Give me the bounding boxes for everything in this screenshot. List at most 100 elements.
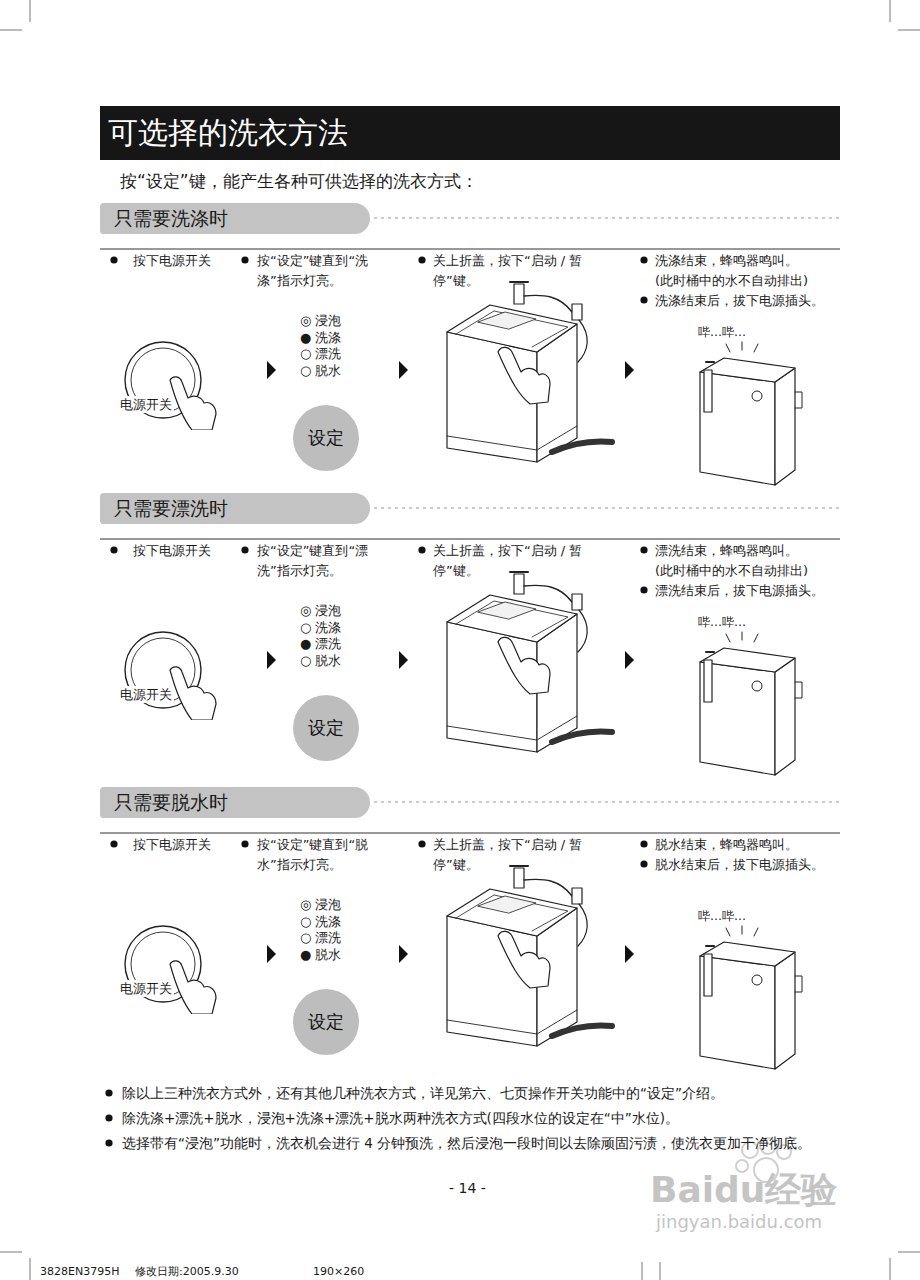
crop-mark	[898, 30, 920, 31]
step-arrow	[625, 945, 634, 963]
small-washer-side	[775, 952, 795, 1069]
pressing-hand	[170, 667, 216, 720]
bullet-dot	[105, 1114, 112, 1121]
set-disc	[293, 989, 359, 1055]
crop-mark	[0, 30, 22, 31]
title-text: 可选择的洗衣方法	[100, 106, 840, 160]
step-text: 洗涤结束后，拔下电源插头。	[655, 291, 824, 311]
set-button: 设定	[293, 405, 359, 471]
indicator-label: ◎ 浸泡	[300, 603, 341, 619]
washer-lid	[456, 895, 568, 931]
power-plug	[572, 888, 582, 904]
dashed-rule	[374, 802, 840, 803]
step-arrow	[625, 651, 634, 669]
step-note: (此时桶中的水不自动排出)	[655, 561, 808, 581]
set-label: 设定	[293, 989, 359, 1055]
power-button: 电源开关	[118, 924, 222, 1014]
indicator-label: ○ 漂洗	[300, 346, 341, 362]
footer-code: 3828EN3795H	[40, 1262, 119, 1280]
drain-hose	[552, 441, 612, 452]
note-text: 除以上三种洗衣方式外，还有其他几种洗衣方式，详见第六、七页操作开关功能中的“设定…	[122, 1083, 724, 1103]
band-text: 只需要洗涤时	[100, 203, 228, 234]
set-label: 设定	[293, 695, 359, 761]
section-rule	[100, 249, 840, 250]
bullet-dot	[241, 840, 248, 847]
step-text: 按下电源开关	[133, 835, 211, 855]
dashed-rule	[374, 508, 840, 509]
step-arrow	[267, 945, 276, 963]
step-text: 漂洗结束后，拔下电源插头。	[655, 581, 824, 601]
small-plug	[795, 976, 802, 992]
small-washer-top	[700, 648, 795, 672]
band-text: 只需要脱水时	[100, 787, 228, 818]
pressing-hand	[498, 347, 550, 404]
power-label: 电源开关	[118, 686, 174, 703]
pressing-hand	[170, 377, 216, 430]
footer-date: 修改日期:2005.9.30	[135, 1262, 239, 1280]
beep-lines	[726, 632, 758, 642]
crop-mark	[642, 1262, 643, 1280]
power-label: 电源开关	[118, 980, 174, 997]
intro-text: 按“设定”键，能产生各种可供选择的洗衣方式：	[120, 171, 478, 191]
watermark-url: jingyan.baidu.com	[656, 1212, 822, 1232]
bullet-dot	[241, 546, 248, 553]
small-washer-knob	[752, 975, 762, 985]
section-band: 只需要洗涤时	[100, 203, 370, 234]
power-symbol	[118, 924, 222, 1014]
step-arrow	[399, 651, 408, 669]
title-band: 可选择的洗衣方法	[100, 106, 840, 160]
bullet-dot	[418, 840, 425, 847]
small-washer-side	[775, 368, 795, 485]
tap-handle	[510, 281, 528, 283]
step-text: 按“设定”键直到“脱水”指示灯亮。	[257, 835, 379, 875]
power-cord	[578, 320, 587, 362]
control-panel	[478, 896, 536, 913]
bullet-dot	[105, 1089, 112, 1096]
step-text: 按下电源开关	[133, 251, 211, 271]
crop-mark	[30, 0, 31, 22]
bullet-dot	[640, 256, 647, 263]
page-number: - 14 -	[449, 1178, 486, 1198]
small-tap-handle	[706, 651, 714, 653]
band-text: 只需要漂洗时	[100, 493, 228, 524]
bullet-dot	[241, 256, 248, 263]
step-text: 按下电源开关	[133, 541, 211, 561]
washer-top	[447, 305, 577, 352]
power-cord	[578, 904, 587, 946]
indicator-label: ○ 脱水	[300, 653, 341, 669]
step-text: 关上折盖，按下“启动 / 暂停”键。	[433, 835, 605, 875]
bullet-dot	[418, 546, 425, 553]
bullet-dot	[418, 256, 425, 263]
small-washer-top	[700, 942, 795, 966]
section-illustration	[100, 508, 840, 775]
note-text: 选择带有“浸泡”功能时，洗衣机会进行 4 分钟预洗，然后浸泡一段时间以去除顽固污…	[122, 1133, 811, 1153]
drain-hose	[552, 731, 612, 742]
step-arrow	[399, 945, 408, 963]
indicator-label: ○ 洗涤	[300, 620, 341, 636]
set-disc	[293, 405, 359, 471]
pressing-hand	[498, 931, 550, 988]
bullet-dot	[640, 860, 647, 867]
inlet-hose	[524, 295, 572, 312]
washer-lid	[456, 311, 568, 347]
small-tap-handle	[706, 361, 714, 363]
small-tap-hose	[704, 954, 712, 996]
small-washer-knob	[752, 391, 762, 401]
small-plug	[795, 682, 802, 698]
control-panel	[478, 312, 536, 329]
inlet-hose	[524, 879, 572, 896]
crop-mark	[30, 1258, 31, 1280]
section-band: 只需要脱水时	[100, 787, 370, 818]
section-rule	[100, 539, 840, 540]
power-plug	[572, 304, 582, 320]
step-text: 按“设定”键直到“漂洗”指示灯亮。	[257, 541, 379, 581]
indicator-label: ◎ 浸泡	[300, 313, 341, 329]
bullet-dot	[110, 840, 117, 847]
water-tap	[514, 574, 524, 594]
power-symbol	[118, 340, 222, 430]
power-button: 电源开关	[118, 630, 222, 720]
beep-lines	[726, 926, 758, 936]
small-tap-handle	[706, 945, 714, 947]
washer-top	[447, 889, 577, 936]
set-label: 设定	[293, 405, 359, 471]
